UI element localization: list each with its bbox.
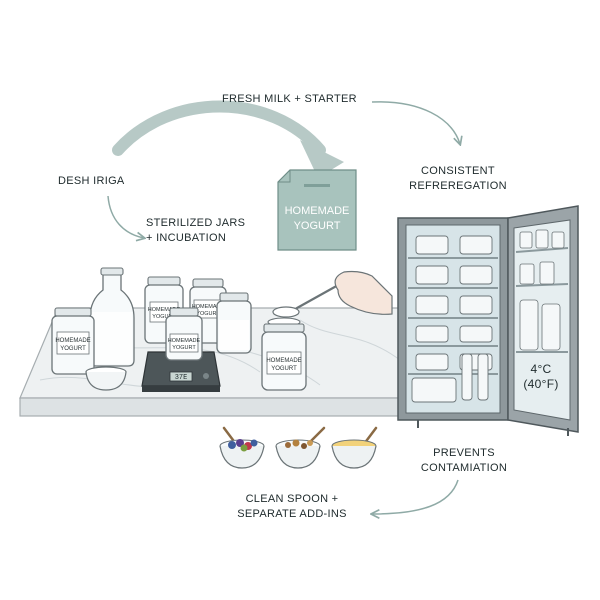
arrow-to-refrigeration: [371, 101, 460, 144]
spoon-with-hand: [272, 270, 393, 318]
small-bowl: [85, 366, 127, 391]
label-prevents-contamination: PREVENTS CONTAMIATION: [420, 447, 508, 474]
jar-left-label-1: HOMEMADE: [55, 338, 90, 344]
jar-back-label-2: YOGURT: [152, 314, 176, 320]
label-fridge-temperature: 4°C (40°F): [523, 362, 559, 391]
jar-left-label-2: YOGURT: [60, 346, 86, 352]
jar-back2-label-1: HOMEMADE: [192, 304, 225, 310]
label-sterilized-jars: STERILIZED JARS + INCUBATION: [146, 217, 246, 244]
jar-mid-label-2: YOGURT: [172, 345, 196, 351]
label-consistent-refrigeration: CONSISTENT REFREREGATION: [409, 165, 507, 192]
jar-front: HOMEMADE YOGURT: [261, 317, 307, 391]
label-clean-spoon: CLEAN SPOON + SEPARATE ADD-INS: [237, 493, 347, 520]
homemade-yogurt-card: HOMEMADE YOGURT: [277, 169, 357, 251]
jar-on-scale: HOMEMADE YOGURT: [165, 307, 203, 361]
card-title-line1: HOMEMADE: [285, 205, 350, 217]
jar-mid-label-1: HOMEMADE: [168, 338, 201, 344]
jar-back2-label-2: YOGURT: [196, 311, 220, 317]
scale-display: 37E: [175, 374, 188, 382]
bowl-honey: [331, 426, 378, 469]
jar-back-label-1: HOMEMADE: [148, 307, 181, 313]
jar-front-label-2: YOGURT: [271, 366, 297, 372]
arrow-to-clean-spoon: [372, 479, 459, 514]
digital-scale: 37E: [141, 351, 221, 392]
card-title-line2: YOGURT: [294, 220, 341, 232]
jar-front-label-1: HOMEMADE: [266, 358, 301, 364]
milk-bottle: [89, 267, 135, 367]
label-fresh-milk-starter: FRESH MILK + STARTER: [222, 93, 357, 105]
label-desh-iriga: DESH IRIGA: [58, 175, 125, 187]
bowl-berries: [219, 426, 265, 469]
big-curved-arrow: [112, 100, 344, 178]
jar-back-3: [216, 292, 252, 354]
jar-left: HOMEMADE YOGURT: [51, 307, 95, 375]
arrow-to-incubation: [107, 195, 144, 238]
bowl-granola: [275, 426, 326, 469]
refrigerator: [397, 205, 579, 436]
